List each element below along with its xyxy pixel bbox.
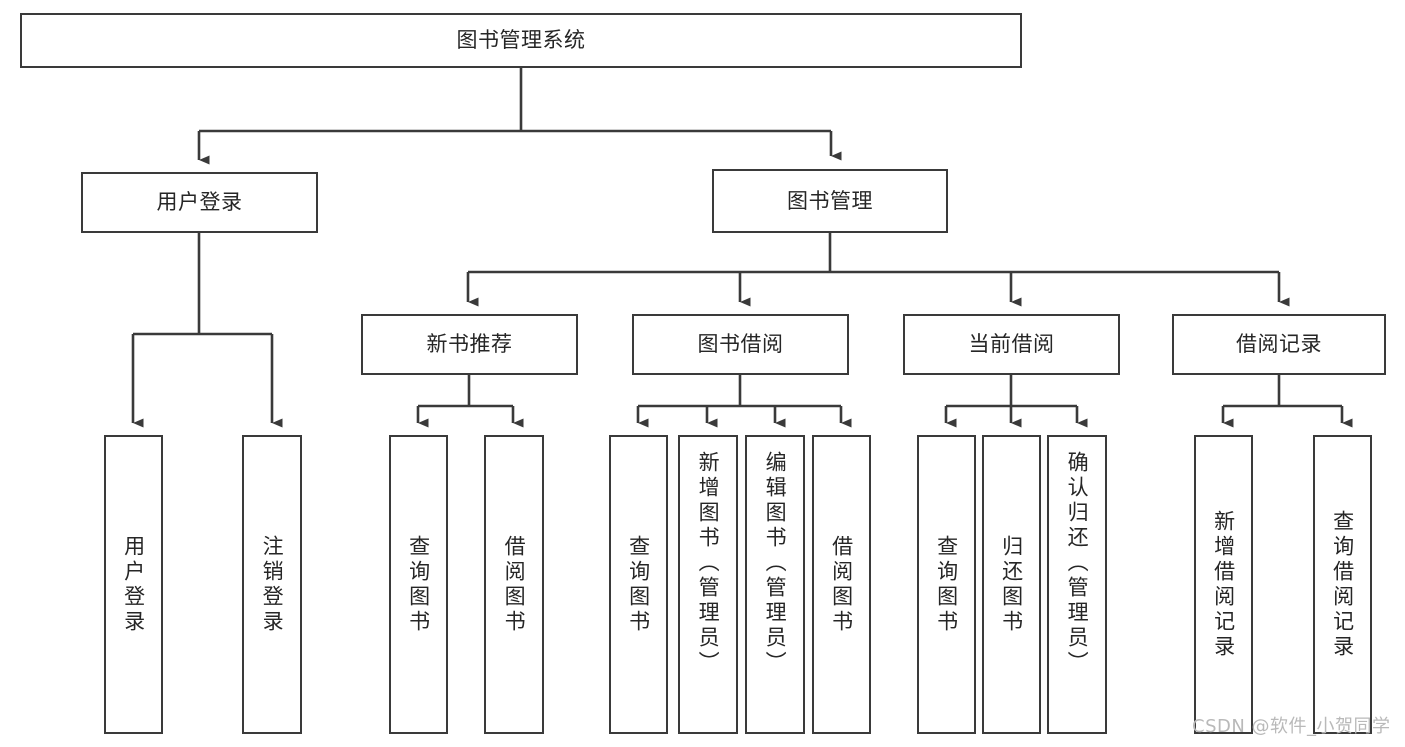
leaf-user-login-label: 用户登录 — [121, 534, 146, 635]
leaf-query-record[interactable]: 查询借阅记录 — [1313, 435, 1372, 734]
leaf-return-book[interactable]: 归还图书 — [982, 435, 1041, 734]
leaf-add-book[interactable]: 新增图书（管理员） — [678, 435, 738, 734]
leaf-logout[interactable]: 注销登录 — [242, 435, 302, 734]
leaf-add-record[interactable]: 新增借阅记录 — [1194, 435, 1253, 734]
watermark-text: CSDN @软件_小贺同学 — [1192, 716, 1391, 737]
node-user-login-label: 用户登录 — [156, 190, 243, 215]
leaf-confirm-return[interactable]: 确认归还（管理员） — [1047, 435, 1107, 734]
leaf-query-book-1-label: 查询图书 — [406, 534, 431, 635]
leaf-query-book-1[interactable]: 查询图书 — [389, 435, 448, 734]
node-book-manage-label: 图书管理 — [787, 188, 873, 213]
leaf-edit-book[interactable]: 编辑图书（管理员） — [745, 435, 805, 734]
leaf-query-book-3[interactable]: 查询图书 — [917, 435, 976, 734]
leaf-query-book-3-label: 查询图书 — [934, 534, 959, 635]
leaf-borrow-book-2-label: 借阅图书 — [829, 534, 854, 635]
node-book-borrow-label: 图书借阅 — [697, 332, 784, 357]
node-current-borrow[interactable]: 当前借阅 — [903, 314, 1120, 375]
leaf-user-login[interactable]: 用户登录 — [104, 435, 163, 734]
node-borrow-record-label: 借阅记录 — [1236, 332, 1322, 357]
leaf-return-book-label: 归还图书 — [999, 534, 1024, 635]
leaf-query-book-2-label: 查询图书 — [626, 534, 651, 635]
node-root[interactable]: 图书管理系统 — [20, 13, 1022, 68]
node-book-manage[interactable]: 图书管理 — [712, 169, 948, 233]
leaf-borrow-book-2[interactable]: 借阅图书 — [812, 435, 871, 734]
node-new-book-rec[interactable]: 新书推荐 — [361, 314, 578, 375]
leaf-query-book-2[interactable]: 查询图书 — [609, 435, 668, 734]
leaf-borrow-book-1[interactable]: 借阅图书 — [484, 435, 544, 734]
leaf-borrow-book-1-label: 借阅图书 — [502, 534, 527, 635]
node-borrow-record[interactable]: 借阅记录 — [1172, 314, 1386, 375]
node-user-login[interactable]: 用户登录 — [81, 172, 318, 233]
node-current-borrow-label: 当前借阅 — [968, 332, 1055, 357]
leaf-add-record-label: 新增借阅记录 — [1211, 509, 1236, 660]
node-new-book-rec-label: 新书推荐 — [426, 332, 513, 357]
leaf-edit-book-label: 编辑图书（管理员） — [763, 451, 788, 676]
node-book-borrow[interactable]: 图书借阅 — [632, 314, 849, 375]
leaf-add-book-label: 新增图书（管理员） — [696, 451, 721, 676]
node-root-label: 图书管理系统 — [456, 28, 586, 53]
leaf-query-record-label: 查询借阅记录 — [1330, 509, 1355, 660]
leaf-confirm-return-label: 确认归还（管理员） — [1065, 451, 1090, 676]
leaf-logout-label: 注销登录 — [260, 534, 285, 635]
